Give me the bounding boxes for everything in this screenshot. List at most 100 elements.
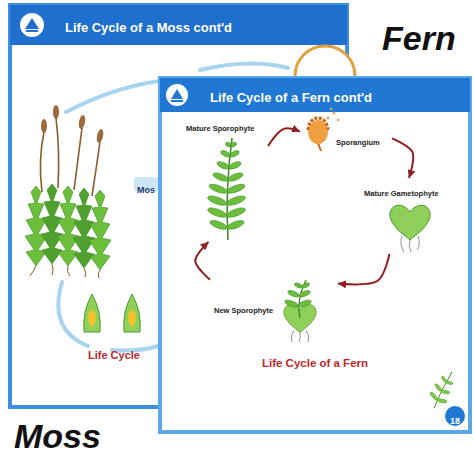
text-holder: Sporangium [336, 131, 380, 149]
moss-stalk [74, 128, 82, 190]
moss-capsule [96, 129, 105, 144]
sporangium-drawing [330, 108, 332, 110]
stage-label: New Sporophyte [214, 306, 273, 315]
moss-stalk [40, 132, 44, 192]
moss-plant [25, 184, 111, 270]
stage-label: Mature Gametophyte [364, 189, 439, 198]
fern-decoration [434, 372, 452, 408]
moss-stalk [56, 118, 59, 188]
caption-text: Life Cycle [88, 349, 140, 362]
card-frame [160, 78, 470, 432]
logo-icon [166, 84, 188, 106]
text-holder: Moss [14, 416, 101, 457]
mature-sporophyte-frond [208, 182, 228, 195]
mature-sporophyte-frond [207, 141, 247, 231]
gametophyte-drawing [401, 236, 404, 252]
moss-plant [25, 186, 47, 266]
moss-capsule [41, 105, 104, 143]
moss-capsule [78, 115, 86, 130]
mature-sporophyte-frond [226, 219, 245, 231]
new-sporophyte-drawing [299, 332, 300, 342]
mature-sporophyte-frond [216, 160, 230, 170]
moss-root [67, 266, 70, 276]
gametophyte-drawing [390, 205, 430, 240]
big-heading: Fern [382, 18, 456, 59]
fern-decoration [427, 375, 454, 407]
fern-decoration [439, 375, 454, 387]
caption-text: Life Cycle of a Fern [262, 356, 368, 370]
moss-root [30, 264, 100, 278]
sporangium-drawing [333, 112, 336, 115]
moss-sporophyte-detail [88, 310, 96, 326]
new-sporophyte-drawing [301, 282, 310, 289]
text-holder: Life Cycle of a Moss cont'd [65, 18, 232, 36]
card-panel: Life Cycle of a Fern cont'dLife Cycle of… [160, 78, 470, 432]
stage-node: New Sporophyte [210, 268, 338, 346]
fern-decoration [441, 389, 451, 394]
text-holder: Mos [137, 179, 155, 197]
stage-label: Sporangium [336, 138, 380, 147]
mature-sporophyte-frond [225, 206, 246, 219]
card-title: Life Cycle of a Fern cont'd [210, 90, 372, 106]
sporangium-drawing [327, 117, 330, 120]
moss-sporophyte-detail [124, 294, 141, 332]
new-sporophyte-drawing [294, 282, 303, 289]
new-sporophyte-drawing [297, 299, 312, 309]
moss-root [30, 266, 36, 276]
sporangium-drawing [318, 143, 321, 151]
text-holder: Life Cycle of a Fern [160, 353, 470, 371]
stage-node: Mature Sporophyte [183, 114, 268, 242]
page-number: 18 [450, 416, 460, 427]
mature-sporophyte-frond [220, 149, 240, 158]
new-sporophyte-drawing [294, 282, 310, 289]
mature-sporophyte-frond [230, 141, 237, 147]
text-holder: Life Cycle of a Fern cont'd [210, 88, 372, 106]
new-sporophyte-drawing [291, 330, 308, 342]
moss-stalk [40, 118, 100, 196]
mature-sporophyte-frond [229, 149, 240, 158]
new-sporophyte-drawing [284, 299, 299, 309]
big-heading: Moss [14, 416, 101, 457]
fern-decoration [446, 381, 454, 386]
sporangium-drawing [337, 119, 340, 122]
mature-sporophyte-frond [226, 182, 246, 195]
gametophyte-drawing [417, 236, 419, 250]
mature-sporophyte-frond [207, 194, 247, 207]
new-sporophyte-drawing [298, 289, 311, 298]
logo-icon [166, 84, 188, 106]
new-sporophyte-drawing [287, 289, 300, 298]
label-text: Mos [137, 185, 155, 196]
moss-sporophyte-detail [84, 294, 101, 332]
moss-stalk [92, 142, 100, 196]
logo-icon [25, 18, 39, 29]
header-bar [10, 5, 347, 45]
gametophyte-drawing [390, 205, 430, 252]
stage-node: Sporangium [300, 118, 392, 152]
mature-sporophyte-frond [208, 182, 246, 195]
page-badge [445, 406, 465, 426]
mature-sporophyte-frond [227, 171, 244, 183]
cycle-arrow [66, 80, 170, 112]
new-sporophyte-drawing [291, 330, 294, 342]
mature-sporophyte-frond [207, 206, 247, 219]
stage-label: Mature Sporophyte [186, 124, 254, 133]
header-bar [160, 78, 470, 112]
sporangium-drawing [308, 108, 339, 151]
cycle-arrow [195, 242, 210, 280]
moss-root [98, 270, 100, 278]
fern-decoration [437, 398, 447, 403]
mature-sporophyte-frond [207, 194, 228, 207]
cycle-arrow [268, 128, 300, 146]
new-sporophyte-drawing [284, 280, 316, 342]
new-sporophyte-drawing [284, 299, 312, 309]
text-holder: 18 [445, 410, 465, 428]
new-sporophyte-drawing [306, 330, 309, 342]
stage-node: Mature Gametophyte [360, 178, 458, 254]
cycle-arrow [200, 63, 288, 70]
logo-icon [20, 13, 44, 37]
label-box: Mos [134, 177, 158, 191]
text-holder: Life Cycle [88, 345, 140, 363]
cycle-arrow [58, 282, 88, 346]
